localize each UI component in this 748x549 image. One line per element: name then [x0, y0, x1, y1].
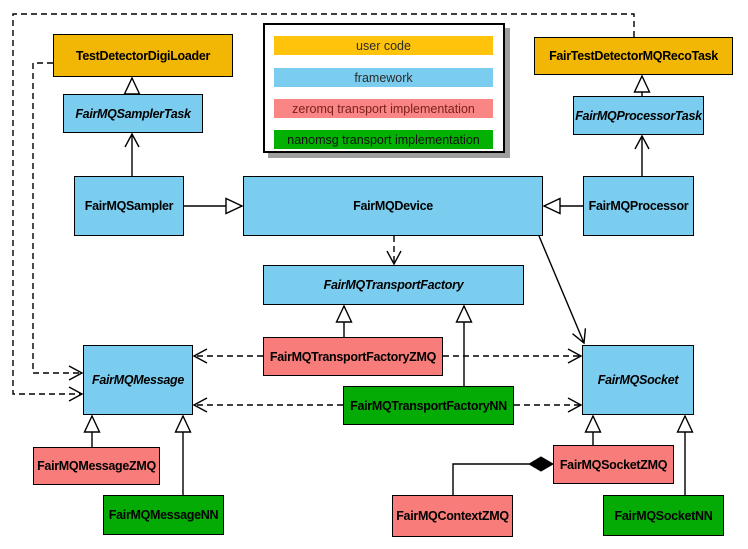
class-box-fairmqsocketzmq: FairMQSocketZMQ: [553, 445, 674, 484]
class-box-fairmqtransportfactorynn: FairMQTransportFactoryNN: [343, 386, 514, 425]
legend-item-user-code: user code: [274, 36, 493, 55]
legend-item-framework: framework: [274, 68, 493, 87]
legend: user code framework zeromq transport imp…: [263, 23, 505, 153]
composition-diamond-icon: [528, 456, 554, 472]
class-box-fairmqdevice: FairMQDevice: [243, 176, 543, 236]
legend-item-zeromq: zeromq transport implementation: [274, 99, 493, 118]
class-box-fairmqprocessor: FairMQProcessor: [583, 176, 694, 236]
class-box-fairmqsamplertask: FairMQSamplerTask: [63, 94, 203, 133]
class-box-fairmqsocketnn: FairMQSocketNN: [603, 495, 724, 536]
class-box-fairmqmessage: FairMQMessage: [83, 345, 193, 415]
class-box-fairmqsampler: FairMQSampler: [74, 176, 184, 236]
legend-item-nanomsg: nanomsg transport implementation: [274, 130, 493, 149]
class-box-fairmqprocessortask: FairMQProcessorTask: [573, 96, 704, 135]
edge-contextzmq-to-socketzmq: [452, 463, 529, 495]
class-box-fairmqsocket: FairMQSocket: [582, 345, 694, 415]
class-box-fairmqtransportfactory: FairMQTransportFactory: [263, 265, 524, 305]
class-box-fairmqmessagenn: FairMQMessageNN: [103, 495, 224, 535]
class-box-fairtestdetectormqrecotask: FairTestDetectorMQRecoTask: [534, 37, 733, 75]
class-box-fairmqmessagezmq: FairMQMessageZMQ: [33, 447, 160, 485]
edge-digiloader-to-message: [32, 62, 84, 381]
edge-recotask-to-message: [12, 13, 635, 402]
class-box-testdetectordigiloader: TestDetectorDigiLoader: [53, 34, 233, 77]
class-box-fairmqcontextzmq: FairMQContextZMQ: [392, 495, 513, 537]
edge-device-to-socket: [538, 235, 587, 345]
class-box-fairmqtransportfactoryzmq: FairMQTransportFactoryZMQ: [263, 337, 443, 376]
